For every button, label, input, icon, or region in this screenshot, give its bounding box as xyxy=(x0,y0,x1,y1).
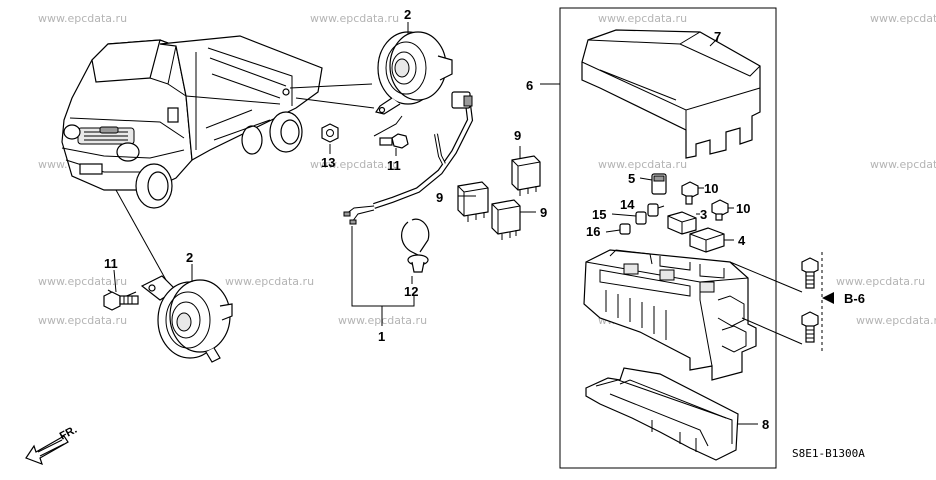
callout-13: 13 xyxy=(321,155,335,170)
bracket-line xyxy=(351,226,415,307)
bolt-right-bottom xyxy=(801,311,819,343)
fuse-part-5 xyxy=(651,173,667,195)
watermark: www.epcdata.ru xyxy=(38,275,127,288)
watermark: www.epcdata.ru xyxy=(836,275,925,288)
bolt-part-11-upper xyxy=(379,133,409,149)
horn-upper xyxy=(375,31,453,115)
watermark: www.epcdata.ru xyxy=(310,12,399,25)
front-direction-label: FR. xyxy=(58,424,79,443)
callout-7: 7 xyxy=(714,29,721,44)
watermark: www.epcdata.ru xyxy=(870,12,936,25)
callout-b6: B-6 xyxy=(844,291,865,306)
callout-2-lower: 2 xyxy=(186,250,193,265)
clip-part-12 xyxy=(401,218,430,273)
fuse-part-14 xyxy=(647,203,659,217)
bolt-right-top xyxy=(801,257,819,289)
callout-5: 5 xyxy=(628,171,635,186)
lower-case-part-8 xyxy=(585,367,739,461)
callout-10-a: 10 xyxy=(704,181,718,196)
watermark: www.epcdata.ru xyxy=(338,314,427,327)
callout-11-lower: 11 xyxy=(104,256,118,271)
callout-14: 14 xyxy=(620,197,635,212)
relay-part-9-left xyxy=(457,181,489,222)
watermark: www.epcdata.ru xyxy=(870,158,936,171)
callout-10-b: 10 xyxy=(736,201,750,216)
fuse-part-15 xyxy=(635,211,647,225)
callout-labels: 2 2 11 13 11 12 1 9 9 9 6 7 5 10 10 14 1… xyxy=(104,7,865,432)
callout-3: 3 xyxy=(700,207,707,222)
watermark: www.epcdata.ru xyxy=(38,12,127,25)
relay-part-9-top xyxy=(511,155,541,196)
wire-harness xyxy=(343,91,474,225)
callout-11-upper: 11 xyxy=(387,158,401,173)
callout-1: 1 xyxy=(378,329,385,344)
cover-part-7 xyxy=(581,29,761,159)
callout-leaders xyxy=(113,22,758,425)
relay-part-9-right xyxy=(491,199,521,240)
watermark: www.epcdata.ru xyxy=(856,314,936,327)
callout-2-upper: 2 xyxy=(404,7,411,22)
callout-15: 15 xyxy=(592,207,606,222)
bolt-part-10-b xyxy=(711,199,729,221)
assembly-frame xyxy=(559,7,777,469)
relay-part-3 xyxy=(667,211,697,235)
callout-9-top: 9 xyxy=(514,128,521,143)
leader-line xyxy=(115,189,167,281)
truck-drawing xyxy=(61,35,323,209)
horn-lower xyxy=(140,275,233,363)
fuse-box-part-6 xyxy=(583,249,757,381)
callout-9-right: 9 xyxy=(540,205,547,220)
arrow-b6-icon xyxy=(822,292,834,304)
relay-part-4 xyxy=(689,227,725,253)
callout-12: 12 xyxy=(404,284,418,299)
bolt-part-11-lower xyxy=(103,289,139,311)
diagram-code: S8E1-B1300A xyxy=(792,447,865,460)
callout-4: 4 xyxy=(738,233,746,248)
fuse-part-16 xyxy=(619,223,631,235)
bolt-part-10-a xyxy=(681,181,699,205)
watermark: www.epcdata.ru xyxy=(598,158,687,171)
callout-9-left: 9 xyxy=(436,190,443,205)
nut-part-13 xyxy=(321,123,339,143)
leader-line xyxy=(289,83,375,109)
callout-16: 16 xyxy=(586,224,600,239)
leader-line xyxy=(729,261,803,345)
watermark: www.epcdata.ru xyxy=(225,275,314,288)
leader-line xyxy=(373,115,403,137)
watermark: www.epcdata.ru xyxy=(38,314,127,327)
callout-8: 8 xyxy=(762,417,769,432)
watermark: www.epcdata.ru xyxy=(598,12,687,25)
front-direction-icon xyxy=(25,435,69,466)
callout-6: 6 xyxy=(526,78,533,93)
watermark: www.epcdata.ru xyxy=(310,158,399,171)
